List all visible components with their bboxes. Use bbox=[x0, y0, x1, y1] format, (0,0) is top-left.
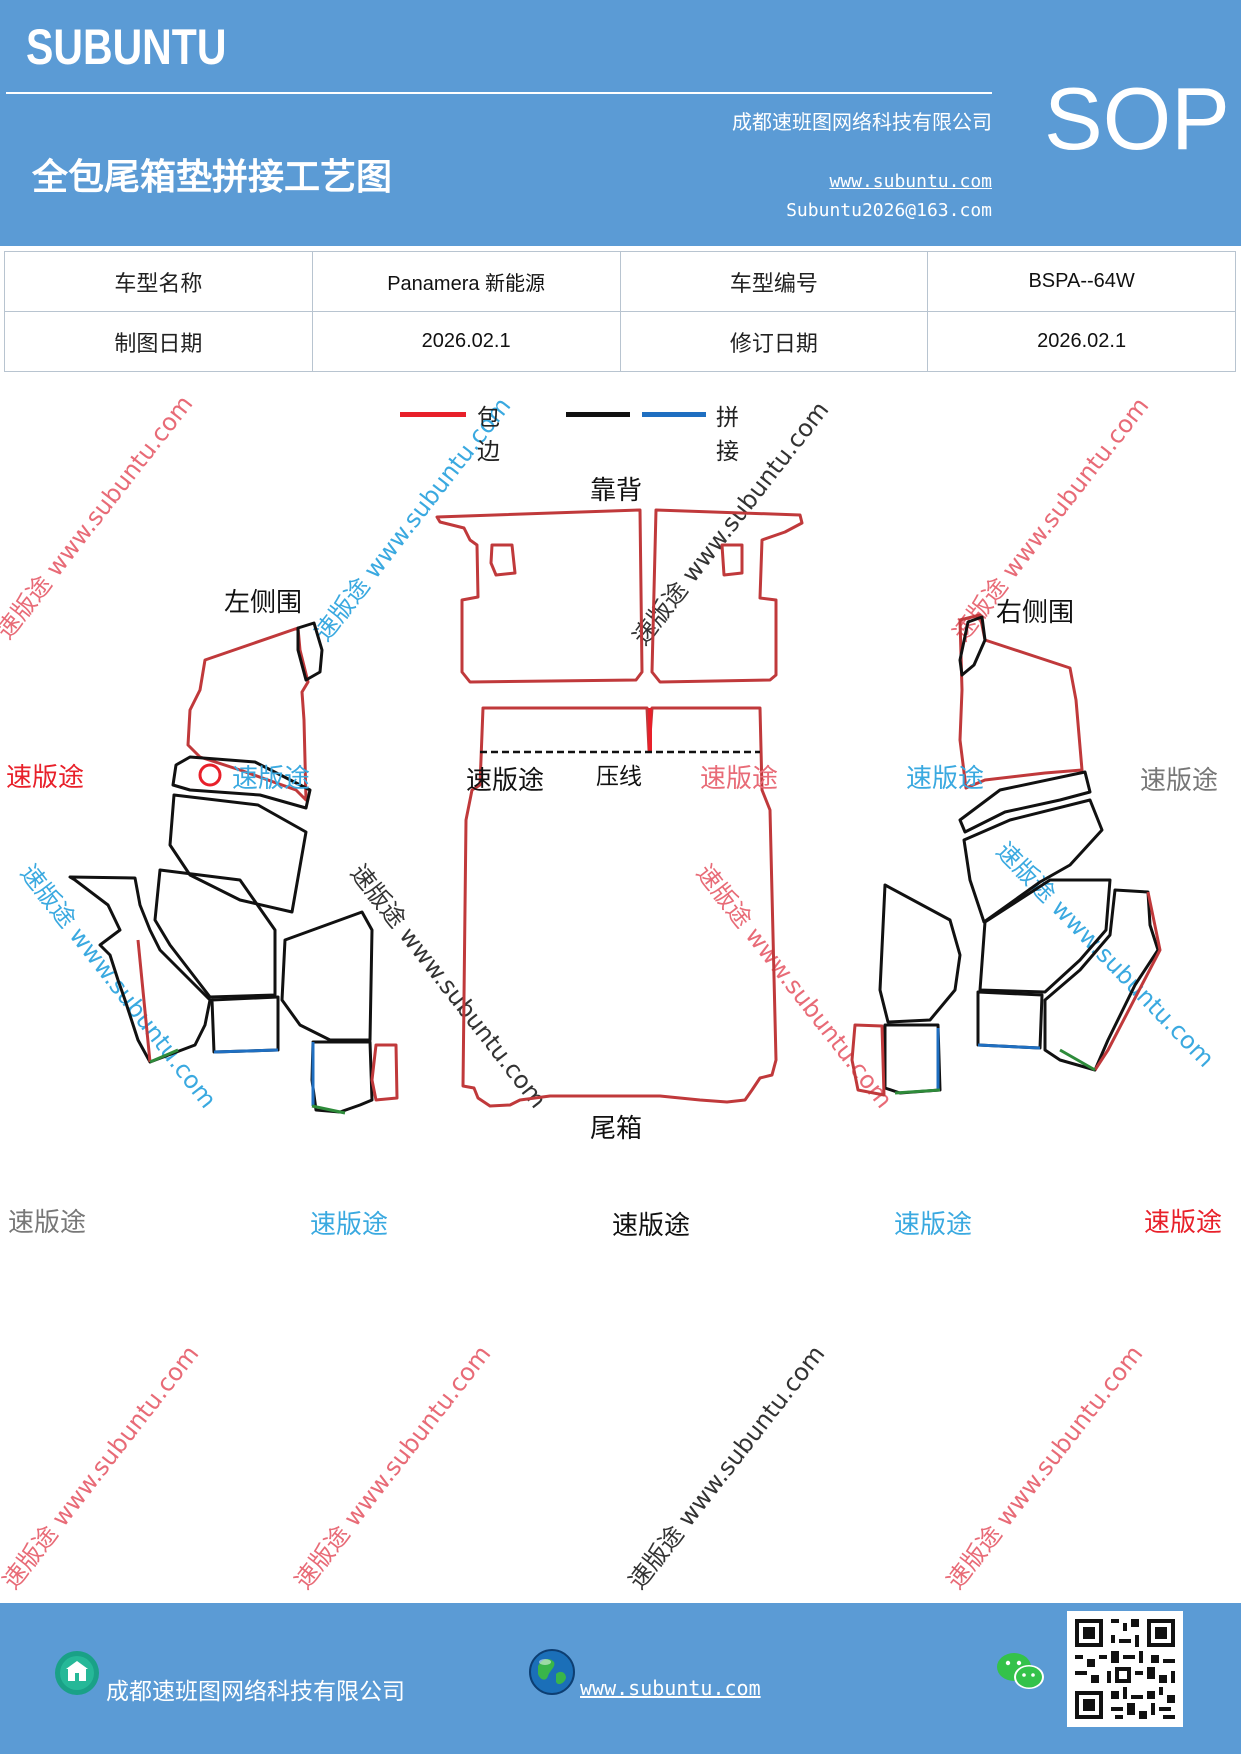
legend-swatch-black bbox=[566, 412, 630, 417]
left-side-small-red bbox=[370, 1043, 399, 1102]
qr-code-graphic bbox=[1067, 1611, 1183, 1727]
table-cell-value: BSPA--64W bbox=[927, 251, 1236, 312]
backrest-left-cutout bbox=[489, 543, 517, 577]
footer-website-link[interactable]: www.subuntu.com bbox=[580, 1676, 761, 1700]
label-trunk: 尾箱 bbox=[590, 1114, 643, 1144]
header-website-link[interactable]: www.subuntu.com bbox=[829, 171, 992, 192]
company-icon bbox=[55, 1651, 99, 1695]
page-title: 全包尾箱垫拼接工艺图 bbox=[32, 157, 393, 198]
label-left-side: 左侧围 bbox=[224, 588, 303, 618]
right-side-small-red bbox=[850, 1023, 886, 1097]
table-row: 制图日期 2026.02.1 修订日期 2026.02.1 bbox=[4, 311, 1236, 372]
brand-watermark: 速版途 bbox=[1140, 766, 1219, 796]
backrest-right-panel bbox=[650, 508, 804, 684]
table-row: 车型名称 Panamera 新能源 车型编号 BSPA--64W bbox=[4, 251, 1236, 312]
table-cell-label: 修订日期 bbox=[619, 311, 929, 372]
legend-label-red: 包边 bbox=[477, 405, 500, 465]
brand-watermark: 速版途 bbox=[612, 1211, 691, 1241]
table-cell-label: 制图日期 bbox=[4, 311, 313, 372]
wechat-icon bbox=[997, 1653, 1044, 1689]
left-side-outer-red bbox=[136, 939, 152, 1063]
right-side-small bbox=[883, 1023, 942, 1095]
brand-watermark: 速版途 bbox=[466, 766, 545, 796]
table-cell-value: 2026.02.1 bbox=[927, 311, 1236, 372]
table-cell-value: Panamera 新能源 bbox=[311, 251, 621, 312]
brand-watermark: 速版途 bbox=[232, 764, 311, 794]
left-side-mid bbox=[168, 793, 308, 914]
sop-badge: SOP bbox=[1044, 69, 1230, 168]
right-side-strip bbox=[958, 615, 987, 677]
left-side-outer-green bbox=[149, 1048, 179, 1064]
left-side-small bbox=[310, 1040, 374, 1114]
table-cell-label: 车型名称 bbox=[4, 251, 313, 312]
left-side-lower-b bbox=[280, 910, 374, 1042]
brand-watermark: 速版途 bbox=[1144, 1208, 1223, 1238]
left-side-outer bbox=[68, 875, 212, 1064]
right-side-outer bbox=[1043, 888, 1160, 1072]
qr-code[interactable] bbox=[1067, 1611, 1183, 1727]
header-email[interactable]: Subuntu2026@163.com bbox=[786, 200, 992, 221]
header-banner bbox=[0, 0, 1241, 246]
trunk-main-panel bbox=[461, 706, 778, 1108]
legend-label-blue: 拼接 bbox=[716, 405, 739, 465]
right-side-lower-b bbox=[978, 878, 1112, 994]
left-side-hole bbox=[198, 763, 222, 787]
right-side-lower-a bbox=[878, 883, 962, 1024]
right-side-lower-c bbox=[976, 990, 1044, 1050]
header-divider bbox=[6, 92, 992, 94]
table-cell-label: 车型编号 bbox=[619, 251, 929, 312]
label-backrest: 靠背 bbox=[590, 476, 643, 506]
legend-swatch-blue bbox=[642, 412, 706, 417]
right-side-mid bbox=[962, 798, 1104, 924]
right-side-lower-c-seam bbox=[977, 1043, 1041, 1050]
backrest-left-panel bbox=[435, 508, 644, 684]
right-side-outer-red bbox=[1093, 891, 1162, 1071]
left-side-upper bbox=[186, 626, 310, 802]
backrest-right-cutout bbox=[720, 543, 744, 577]
legend-swatch-red bbox=[400, 412, 466, 417]
label-press-line: 压线 bbox=[596, 764, 642, 790]
left-side-band bbox=[171, 755, 312, 810]
right-side-band bbox=[958, 770, 1092, 834]
brand-watermark: 速版途 bbox=[700, 764, 779, 794]
left-side-small-green bbox=[311, 1104, 346, 1115]
left-side-lower-c bbox=[210, 995, 280, 1054]
brand-watermark: 速版途 bbox=[906, 764, 985, 794]
footer-company: 成都速班图网络科技有限公司 bbox=[106, 1679, 405, 1705]
header-company: 成都速班图网络科技有限公司 bbox=[732, 110, 992, 134]
left-side-lower-a bbox=[153, 868, 277, 999]
left-side-lower-c-seam bbox=[213, 1048, 279, 1054]
table-cell-value: 2026.02.1 bbox=[311, 311, 621, 372]
brand-watermark: 速版途 bbox=[6, 763, 85, 793]
brand-watermark: 速版途 bbox=[310, 1210, 389, 1240]
left-side-strip bbox=[296, 621, 324, 682]
brand-logo: SUBUNTU bbox=[26, 19, 227, 75]
right-side-small-green bbox=[894, 1088, 941, 1095]
brand-watermark: 速版途 bbox=[894, 1210, 973, 1240]
globe-icon bbox=[529, 1649, 575, 1695]
right-side-outer-green bbox=[1059, 1048, 1096, 1072]
vehicle-info-table: 车型名称 Panamera 新能源 车型编号 BSPA--64W 制图日期 20… bbox=[4, 251, 1236, 372]
brand-watermark: 速版途 bbox=[8, 1208, 87, 1238]
label-right-side: 右侧围 bbox=[996, 598, 1075, 628]
